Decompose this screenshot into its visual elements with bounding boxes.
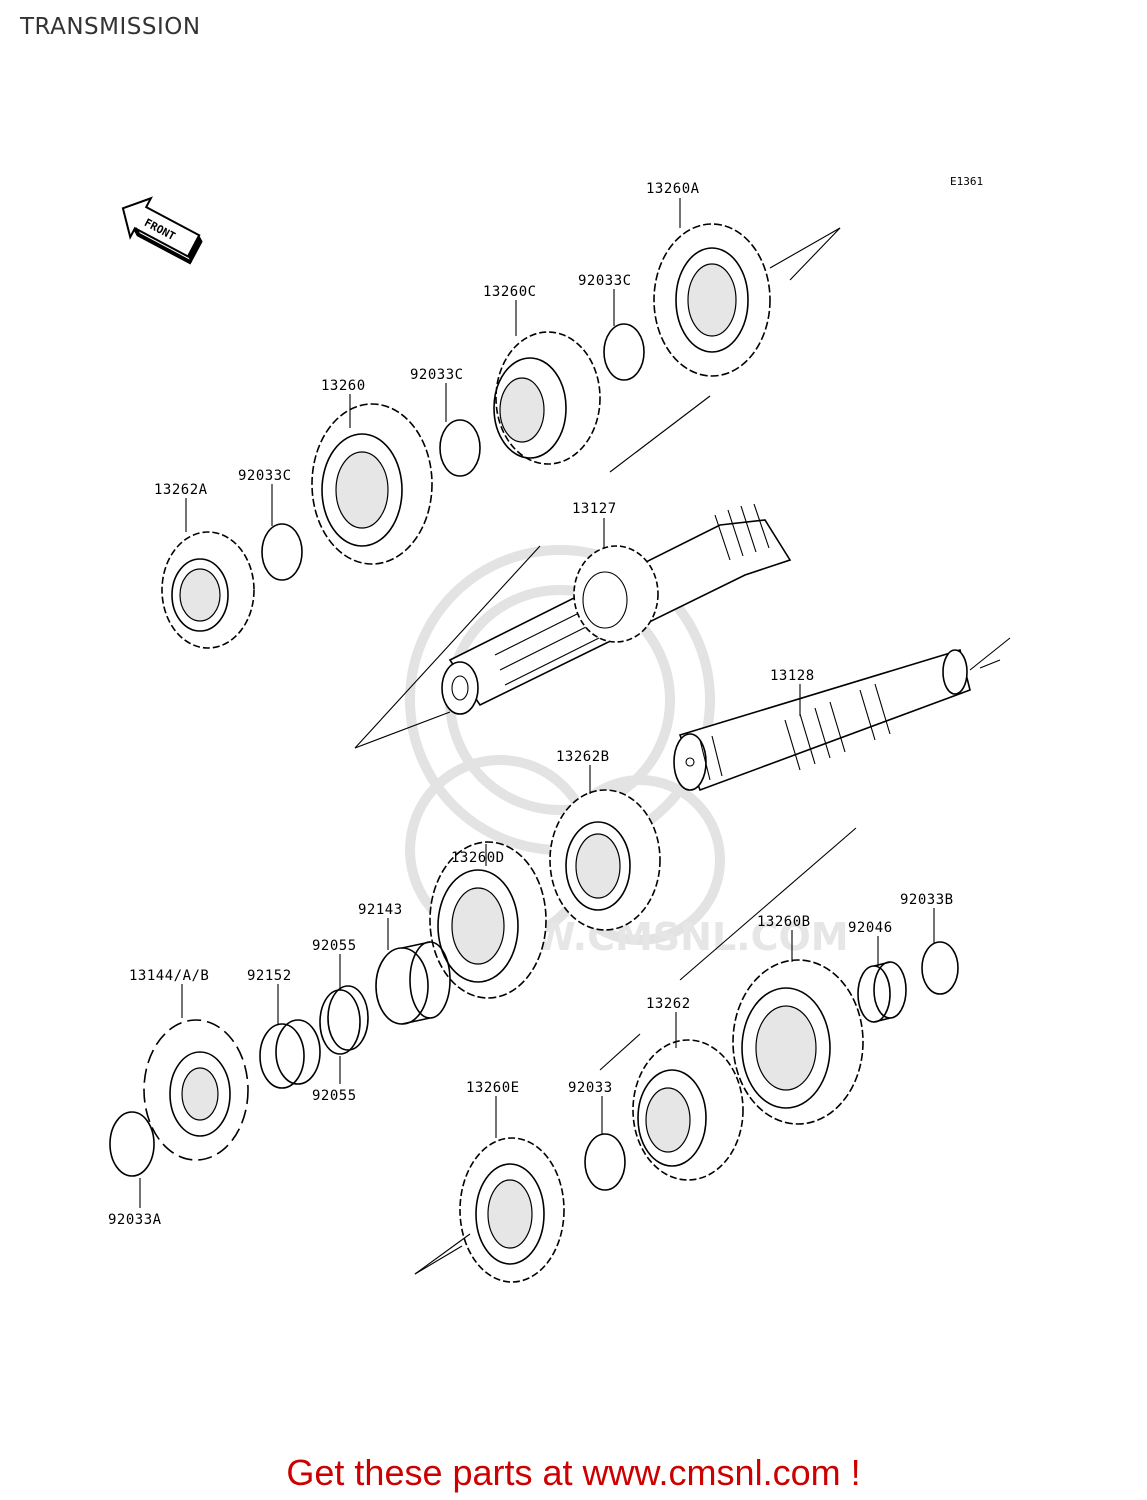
gear-13262B[interactable] — [549, 789, 661, 931]
sprocket-13144[interactable] — [143, 1019, 249, 1161]
label-13260B: 13260B — [757, 914, 811, 930]
gear-13262A[interactable] — [161, 531, 255, 649]
circlip-92033C-2[interactable] — [439, 419, 481, 477]
leader-lines — [139, 198, 935, 1208]
label-92055-2: 92055 — [312, 1088, 357, 1104]
label-13262B: 13262B — [556, 749, 610, 765]
label-13262: 13262 — [646, 996, 691, 1012]
label-13260A: 13260A — [646, 181, 700, 197]
label-13260C: 13260C — [483, 284, 537, 300]
label-13260: 13260 — [321, 378, 366, 394]
label-13260D: 13260D — [451, 850, 505, 866]
front-arrow-icon: FRONT — [121, 196, 203, 265]
shaft-13128[interactable] — [673, 648, 971, 792]
label-92046: 92046 — [848, 920, 893, 936]
circlip-92033B[interactable] — [921, 941, 959, 995]
gear-13260B[interactable] — [732, 959, 864, 1125]
label-13128: 13128 — [770, 668, 815, 684]
label-13144: 13144/A/B — [129, 968, 209, 984]
label-92033: 92033 — [568, 1080, 613, 1096]
label-13262A: 13262A — [154, 482, 208, 498]
label-92033B: 92033B — [900, 892, 954, 908]
circlip-92033A[interactable] — [109, 1111, 155, 1177]
transmission-diagram: WWW.CMSNL.COM FRONT E1361 — [108, 175, 1011, 1283]
collar-92152[interactable] — [259, 1019, 321, 1089]
label-13127: 13127 — [572, 501, 617, 517]
label-92033A: 92033A — [108, 1212, 162, 1228]
page-title: TRANSMISSION — [20, 14, 201, 40]
circlip-92033C-3[interactable] — [261, 523, 303, 581]
label-92055-1: 92055 — [312, 938, 357, 954]
label-92033C-3: 92033C — [238, 468, 292, 484]
label-92152: 92152 — [247, 968, 292, 984]
gear-13260D[interactable] — [429, 841, 547, 999]
label-13260E: 13260E — [466, 1080, 520, 1096]
label-92033C-1: 92033C — [578, 273, 632, 289]
label-92143: 92143 — [358, 902, 403, 918]
circlip-92033[interactable] — [584, 1133, 626, 1191]
gear-13260[interactable] — [311, 403, 433, 565]
bushing-92143[interactable] — [375, 941, 451, 1025]
gear-13260E[interactable] — [459, 1137, 565, 1283]
circlip-92033C-1[interactable] — [603, 323, 645, 381]
gear-13262[interactable] — [632, 1039, 744, 1181]
gear-13260C[interactable] — [493, 331, 601, 465]
shaft-13127[interactable] — [441, 503, 792, 715]
figure-code: E1361 — [950, 175, 983, 188]
gear-13260A[interactable] — [653, 223, 771, 377]
label-92033C-2: 92033C — [410, 367, 464, 383]
footer-link-container: Get these parts at www.cmsnl.com ! — [0, 1452, 1147, 1494]
ring-92055[interactable] — [319, 985, 369, 1055]
needle-bearing-92046[interactable] — [857, 961, 907, 1023]
footer-link[interactable]: Get these parts at www.cmsnl.com ! — [286, 1452, 861, 1493]
